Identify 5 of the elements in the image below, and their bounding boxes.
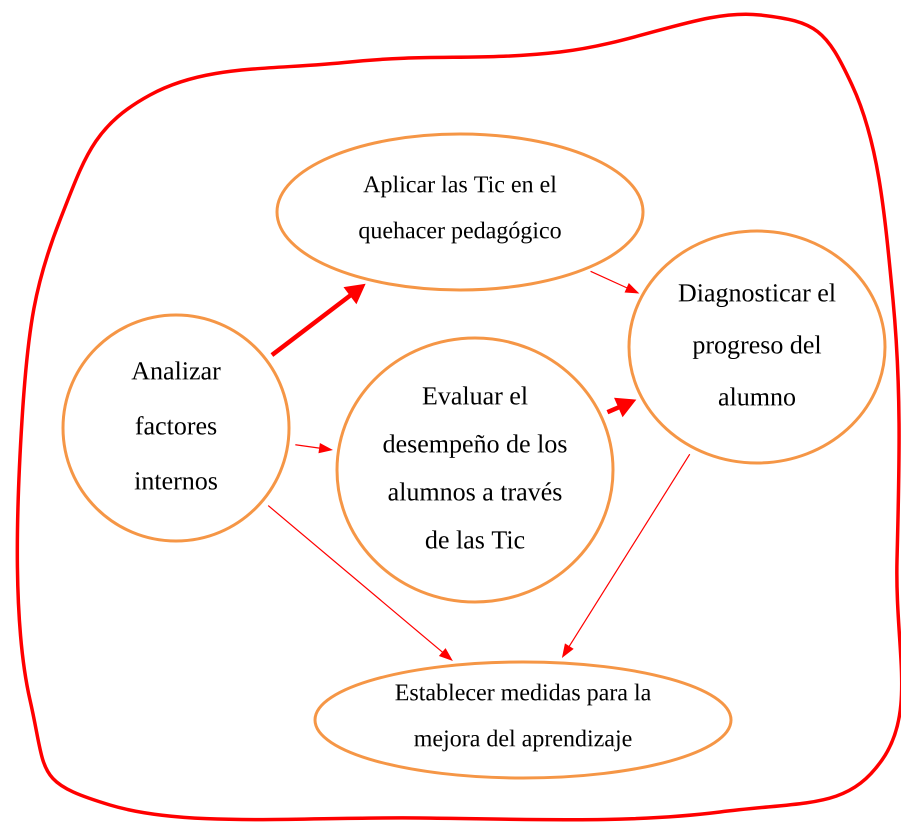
- ellipse-node: Diagnosticar el progreso del alumno: [628, 230, 886, 464]
- ellipse-node: Establecer medidas para la mejora del aprendizaje: [314, 660, 732, 780]
- ellipse-node: Aplicar las Tic en el quehacer pedagógico: [276, 132, 644, 292]
- ellipse-node: Analizar factores internos: [62, 314, 290, 542]
- ellipse-node: Evaluar el desempeño de los alumnos a través de las Tic: [336, 336, 614, 604]
